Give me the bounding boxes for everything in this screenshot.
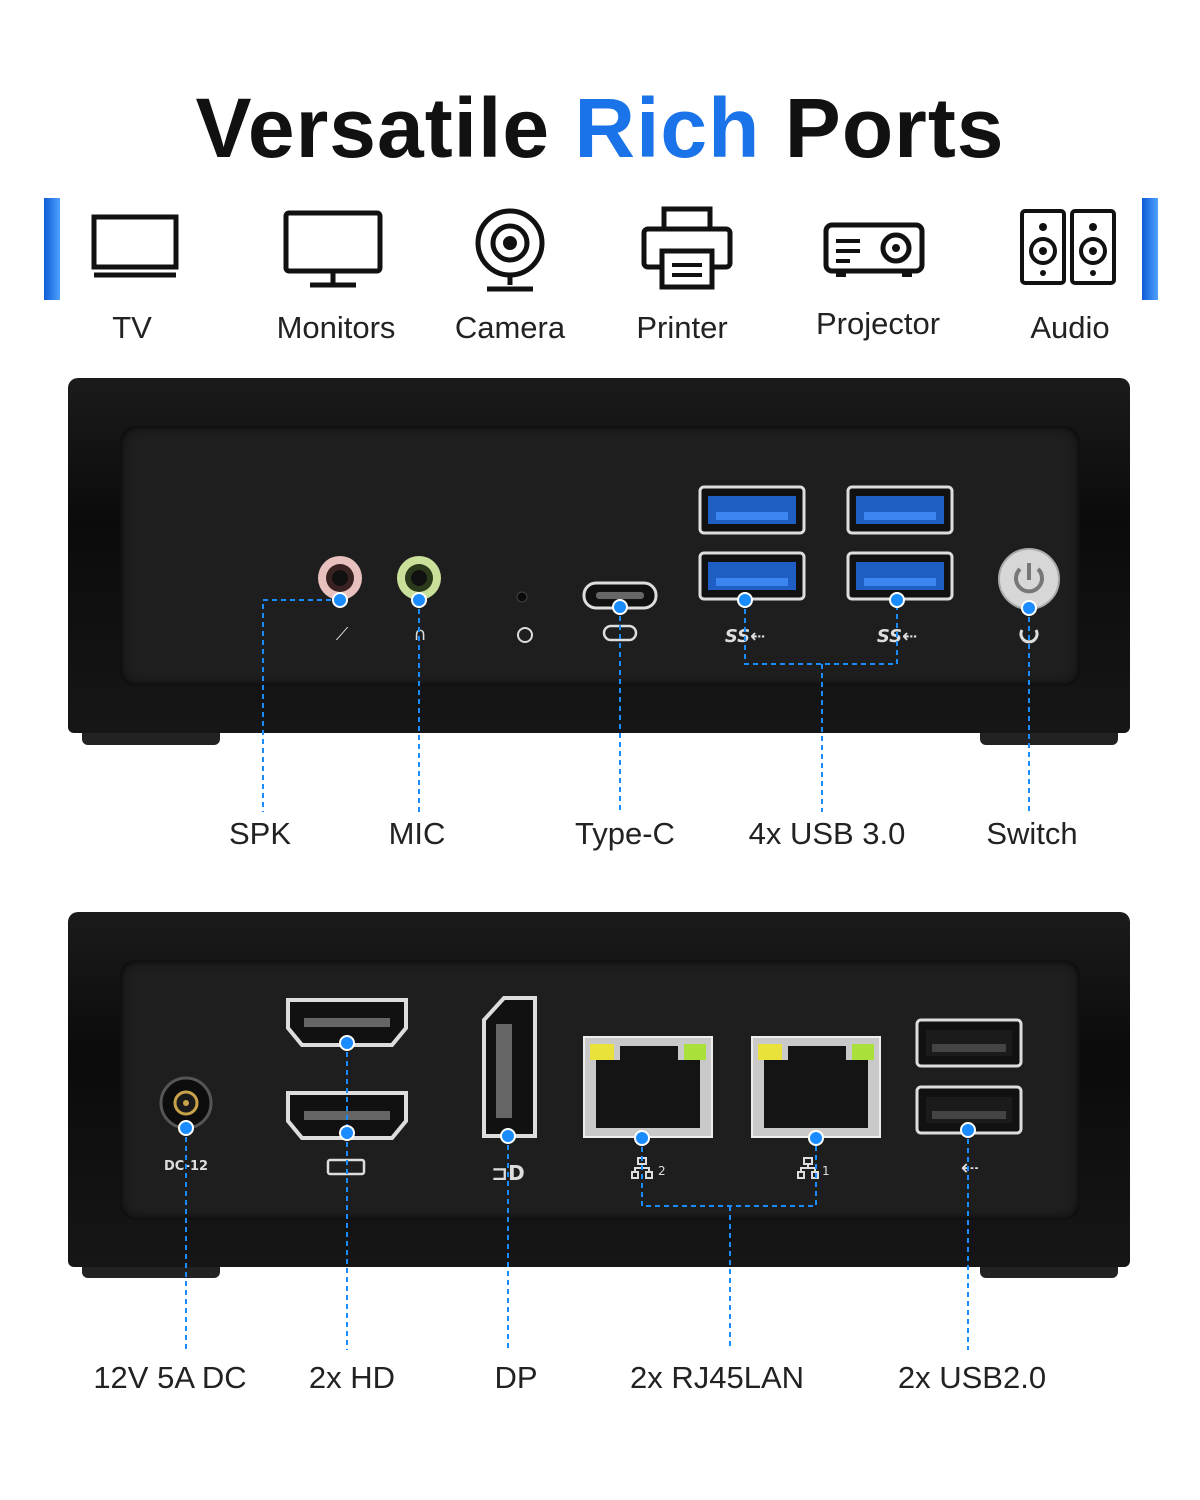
device-label-printer: Printer [636,310,728,345]
reset-icon [517,627,533,643]
usb-icon: ⇠ [961,1156,979,1181]
dp-label: DP [494,1360,538,1395]
left-accent-bar [44,198,60,300]
rear-callout-dots [178,1035,976,1146]
dc-label: 12V 5A DC [93,1360,247,1395]
usb3-label: 4x USB 3.0 [748,816,906,851]
dc-jack [159,1076,213,1130]
right-accent-bar [1142,198,1158,300]
mic-label: MIC [388,816,446,851]
front-callout-dots [332,592,1037,616]
projector-icon [823,222,925,277]
printer-icon [641,206,733,290]
speakers-icon [1020,209,1116,285]
usb2-port [915,1085,1023,1135]
rear-callout-lines [185,1043,969,1350]
hdmi-port [286,998,408,1047]
page-title: Versatile Rich Ports [0,80,1200,177]
power-icon [1019,629,1039,644]
lan-label: 2x RJ45LAN [629,1360,805,1395]
title-part-3: Ports [784,81,1005,175]
usb3-port [846,485,954,535]
spk-label: SPK [228,816,292,851]
monitor-icon [283,210,383,288]
device-label-projector: Projector [815,306,941,341]
title-part-1: Versatile [195,81,551,175]
speaker-jack [318,556,362,600]
tv-icon [91,214,179,278]
type-c-label: Type-C [575,816,675,851]
camera-icon [475,208,545,292]
lan-number-1: 1 [822,1164,830,1178]
displayport-port [482,996,537,1138]
device-label-camera: Camera [454,310,566,345]
usb3-port [698,551,806,601]
front-right-foot [980,733,1118,745]
mic-jack [397,556,441,600]
switch-label: Switch [986,816,1078,851]
rj45-port [583,1036,713,1138]
usb3-port [846,551,954,601]
device-label-audio: Audio [1030,310,1110,345]
device-label-tv: TV [112,310,152,345]
reset-hole [516,591,528,603]
headphone-icon: ∩ [413,624,426,645]
usb3-port [698,485,806,535]
usb2-label: 2x USB2.0 [897,1360,1047,1395]
microphone-icon: ⟋ [336,624,349,645]
hd-label: 2x HD [308,1360,396,1395]
device-label-monitors: Monitors [276,310,396,345]
title-accent: Rich [574,81,761,175]
network-icon [631,1157,653,1179]
front-callout-lines [262,599,1030,812]
front-left-foot [82,733,220,745]
usb2-port [915,1018,1023,1068]
lan-number-2: 2 [658,1164,666,1178]
rj45-port [751,1036,881,1138]
